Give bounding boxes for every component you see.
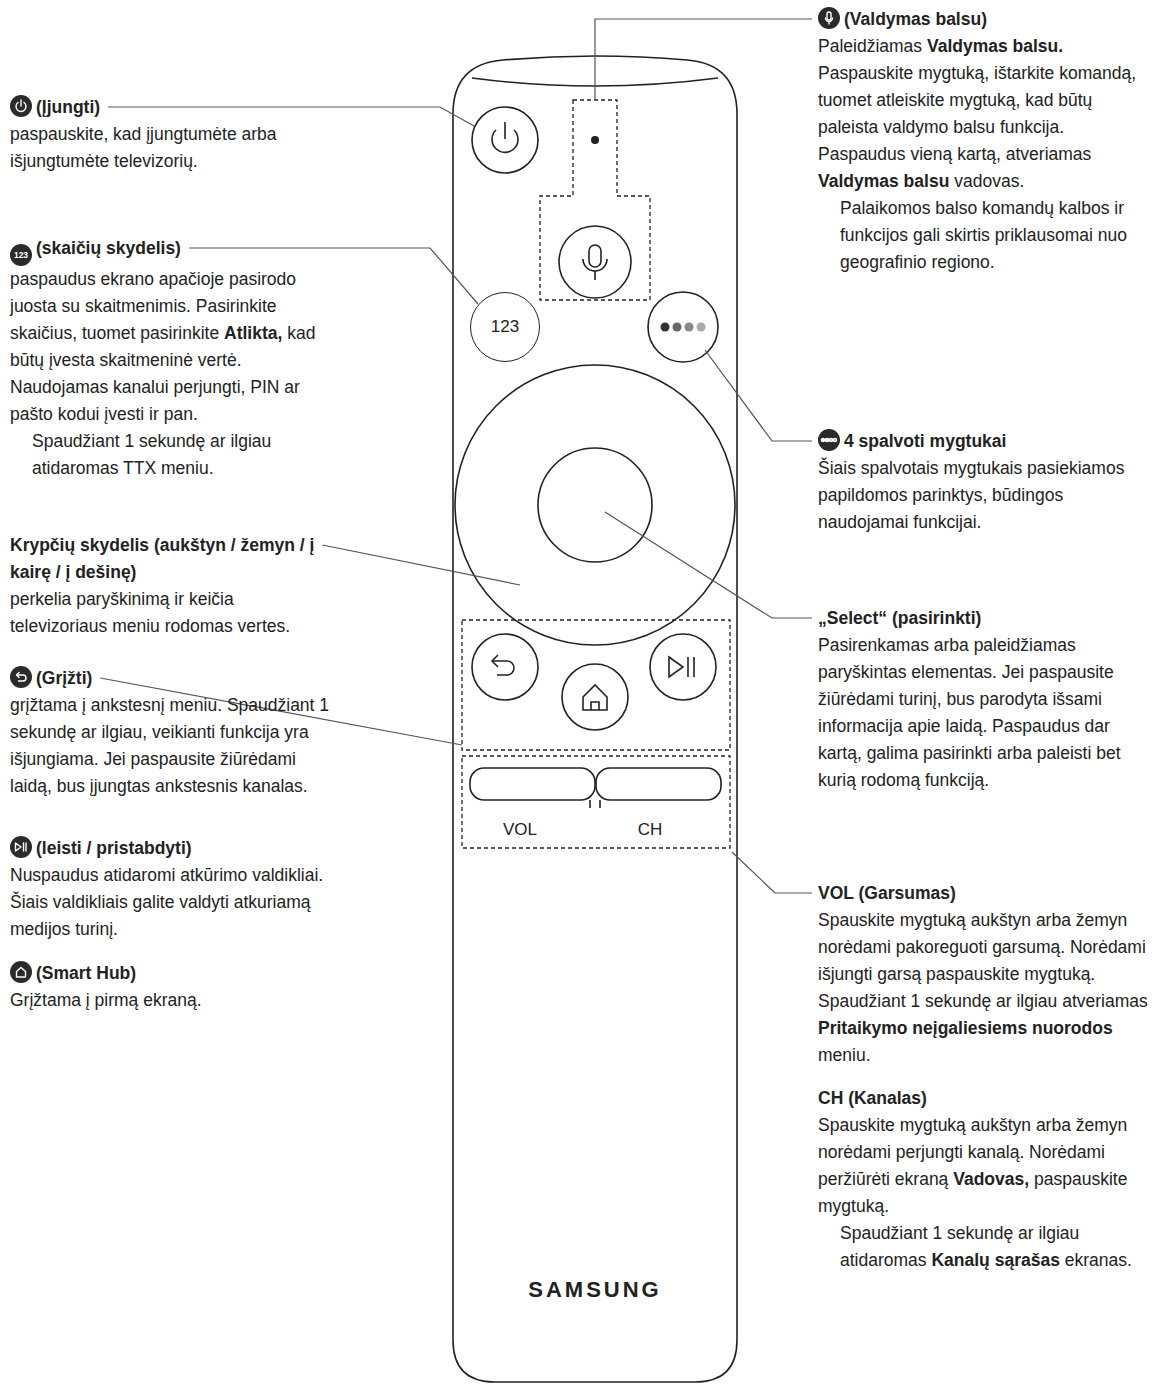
- description: paspaudus ekrano apačioje pasirodo juost…: [10, 266, 335, 428]
- callout-block: CH (Kanalas) Spauskite mygtuką aukštyn ar…: [818, 1085, 1154, 1274]
- callout-heading-text: „Select“ (pasirinkti): [818, 608, 981, 628]
- description: Spauskite mygtuką aukštyn arba žemyn nor…: [818, 1112, 1154, 1220]
- button-icon: [10, 961, 32, 983]
- button-icon: 123: [10, 244, 32, 266]
- description: grįžtama į ankstesnį meniu. Spaudžiant 1…: [10, 692, 335, 800]
- callout-heading: Krypčių skydelis (aukštyn / žemyn / į ka…: [10, 532, 335, 586]
- description: Spauskite mygtuką aukštyn arba žemyn nor…: [818, 907, 1154, 1069]
- callout-heading-text: 4 spalvoti mygtukai: [844, 431, 1006, 451]
- callout-block: (leisti / pristabdyti) Nuspaudus atidarom…: [10, 835, 335, 943]
- button-caption: VOL: [503, 820, 537, 840]
- description-text: meniu.: [818, 1045, 871, 1065]
- number-button: 123: [470, 292, 540, 362]
- highlight-text: Valdymas balsu.: [927, 36, 1063, 56]
- description-text: Palaikomos balso komandų kalbos ir funkc…: [840, 198, 1127, 272]
- callout-heading-text: (Įjungti): [36, 97, 100, 117]
- leader-line: [705, 350, 812, 441]
- bullet-item: Palaikomos balso komandų kalbos ir funkc…: [818, 195, 1154, 276]
- description-text: Grįžtama į pirmą ekraną.: [10, 990, 202, 1010]
- leader-line: [605, 512, 812, 618]
- button-icon: [818, 7, 840, 29]
- leader-line: [732, 852, 812, 893]
- callout-block: (Smart Hub) Grįžtama į pirmą ekraną.: [10, 960, 335, 1014]
- highlight-text: Pritaikymo neįgaliesiems nuorodos: [818, 1018, 1113, 1038]
- callout-heading: CH (Kanalas): [818, 1085, 1154, 1112]
- callout-heading-text: (leisti / pristabdyti): [36, 838, 192, 858]
- callout-heading-text: CH (Kanalas): [818, 1088, 927, 1108]
- callout-heading: 4 spalvoti mygtukai: [818, 428, 1154, 455]
- leader-line: [108, 107, 474, 126]
- callout-heading: 123 (skaičių skydelis): [10, 235, 335, 266]
- description-text: Paspauskite mygtuką, ištarkite komandą, …: [818, 63, 1136, 164]
- bullet-item: Spaudžiant 1 sekundę ar ilgiau atidaroma…: [10, 428, 335, 482]
- callout-heading-text: VOL (Garsumas): [818, 883, 956, 903]
- button-label: 123: [491, 317, 519, 337]
- callout-block: „Select“ (pasirinkti) Pasirenkamas arba p…: [818, 605, 1154, 794]
- callout-heading: VOL (Garsumas): [818, 880, 1154, 907]
- description-text: Nuspaudus atidaromi atkūrimo valdikliai.…: [10, 865, 323, 939]
- callout-block: (Valdymas balsu) Paleidžiamas Valdymas ba…: [818, 6, 1154, 276]
- description-text: Spauskite mygtuką aukštyn arba žemyn nor…: [818, 910, 1148, 1011]
- description-text: vadovas.: [954, 171, 1024, 191]
- callout-block: (Grįžti) grįžtama į ankstesnį meniu. Spau…: [10, 665, 335, 800]
- description-text: Šiais spalvotais mygtukais pasiekiamos p…: [818, 458, 1124, 532]
- description: Paleidžiamas Valdymas balsu. Paspauskite…: [818, 33, 1154, 195]
- callout-block: 123 (skaičių skydelis) paspaudus ekrano ap…: [10, 235, 335, 482]
- callout-block: 4 spalvoti mygtukaiŠiais spalvotais mygt…: [818, 428, 1154, 536]
- callout-heading: „Select“ (pasirinkti): [818, 605, 1154, 632]
- description: Pasirenkamas arba paleidžiamas paryškint…: [818, 632, 1154, 794]
- description-text: paspauskite, kad įjungtumėte arba išjung…: [10, 124, 277, 171]
- callout-heading: (Įjungti): [10, 94, 335, 121]
- description-text: Spaudžiant 1 sekundę ar ilgiau atidaroma…: [32, 431, 271, 478]
- description: Nuspaudus atidaromi atkūrimo valdikliai.…: [10, 862, 335, 943]
- bullet-item: Spaudžiant 1 sekundę ar ilgiau atidaroma…: [818, 1220, 1154, 1274]
- button-icon: [10, 666, 32, 688]
- description-text: Paleidžiamas: [818, 36, 922, 56]
- leader-line: [595, 19, 812, 100]
- leader-line: [322, 545, 520, 585]
- description-text: Pasirenkamas arba paleidžiamas paryškint…: [818, 635, 1121, 790]
- description: Grįžtama į pirmą ekraną.: [10, 987, 335, 1014]
- button-icon: [818, 429, 840, 451]
- callout-heading-text: Krypčių skydelis (aukštyn / žemyn / į ka…: [10, 535, 314, 582]
- highlight-text: Vadovas,: [953, 1169, 1029, 1189]
- callout-block: (Įjungti) paspauskite, kad įjungtumėte ar…: [10, 94, 335, 175]
- callout-heading-text: (Valdymas balsu): [844, 9, 987, 29]
- callout-heading-text: (Smart Hub): [36, 963, 136, 983]
- callout-heading-text: (skaičių skydelis): [36, 238, 181, 258]
- button-icon: [10, 836, 32, 858]
- description-text: grįžtama į ankstesnį meniu. Spaudžiant 1…: [10, 695, 329, 796]
- icon-label: 123: [14, 250, 28, 260]
- callout-heading: (Grįžti): [10, 665, 335, 692]
- callout-heading: (Smart Hub): [10, 960, 335, 987]
- highlight-text: Kanalų sąrašas: [931, 1250, 1059, 1270]
- callout-heading: (leisti / pristabdyti): [10, 835, 335, 862]
- description: perkelia paryškinimą ir keičia televizor…: [10, 586, 335, 640]
- description-text: ekranas.: [1065, 1250, 1132, 1270]
- callout-heading-text: (Grįžti): [36, 668, 92, 688]
- button-icon: [10, 95, 32, 117]
- description: Šiais spalvotais mygtukais pasiekiamos p…: [818, 455, 1154, 536]
- callout-block: Krypčių skydelis (aukštyn / žemyn / į ka…: [10, 532, 335, 640]
- highlight-text: Atlikta,: [224, 323, 282, 343]
- button-caption: CH: [638, 820, 663, 840]
- description-text: perkelia paryškinimą ir keičia televizor…: [10, 589, 290, 636]
- brand-logo: SAMSUNG: [528, 1277, 661, 1303]
- highlight-text: Valdymas balsu: [818, 171, 949, 191]
- description: paspauskite, kad įjungtumėte arba išjung…: [10, 121, 335, 175]
- callout-heading: (Valdymas balsu): [818, 6, 1154, 33]
- callout-block: VOL (Garsumas) Spauskite mygtuką aukštyn …: [818, 880, 1154, 1069]
